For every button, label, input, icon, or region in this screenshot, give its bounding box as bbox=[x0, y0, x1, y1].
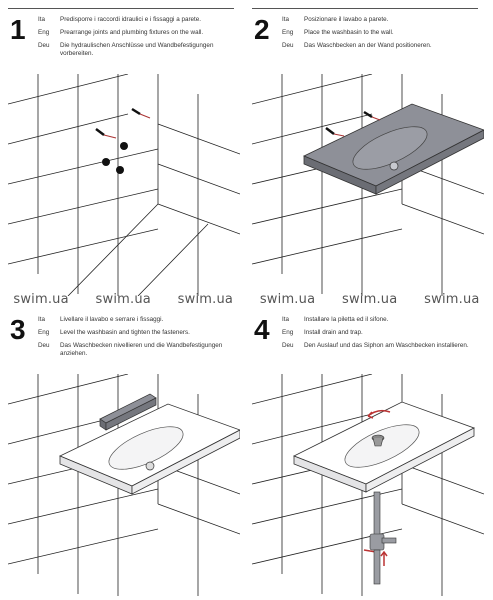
instruction-text: Die hydraulischen Anschlüsse und Wandbef… bbox=[60, 42, 214, 57]
step-number: 1 bbox=[10, 14, 26, 45]
step-panel-1: 1 Ita Predisporre i raccordi idraulici e … bbox=[8, 4, 240, 296]
watermark: swim.ua bbox=[13, 291, 69, 307]
washbasin-icon bbox=[293, 401, 475, 493]
step-instructions: Ita Predisporre i raccordi idraulici e i … bbox=[38, 16, 238, 63]
instruction-text: Das Waschbecken nivellieren und die Wand… bbox=[60, 342, 223, 357]
watermark: swim.ua bbox=[341, 291, 398, 307]
bolt-icon bbox=[95, 107, 151, 139]
trap-icon bbox=[369, 491, 397, 585]
washbasin-icon bbox=[59, 403, 240, 495]
instruction-text: Installare la piletta ed il sifone. bbox=[304, 316, 389, 323]
lang-label: Ita bbox=[282, 16, 290, 23]
instruction-text: Den Auslauf und das Siphon am Waschbecke… bbox=[304, 342, 469, 349]
step-instructions: Ita Installare la piletta ed il sifone. E… bbox=[282, 316, 482, 355]
watermark: swim.ua bbox=[177, 291, 234, 307]
lang-label: Ita bbox=[38, 316, 46, 323]
instruction-text: Install drain and trap. bbox=[304, 329, 363, 336]
lang-label: Eng bbox=[282, 329, 294, 336]
lang-label: Eng bbox=[282, 29, 294, 36]
divider bbox=[252, 8, 478, 9]
bolt-icon bbox=[325, 110, 381, 137]
step-number: 3 bbox=[10, 314, 26, 345]
watermark: swim.ua bbox=[424, 291, 480, 307]
washbasin-icon bbox=[303, 103, 484, 195]
watermark-strip: swim.ua swim.ua swim.ua swim.ua swim.ua … bbox=[0, 290, 493, 308]
step-instructions: Ita Posizionare il lavabo a parete. Eng Pl… bbox=[282, 16, 482, 55]
lang-label: Eng bbox=[38, 29, 50, 36]
lang-label: Deu bbox=[282, 42, 294, 49]
lang-label: Deu bbox=[38, 342, 50, 349]
instruction-text: Level the washbasin and tighten the fast… bbox=[60, 329, 190, 336]
pipe-connector-icon bbox=[102, 142, 128, 174]
instruction-text: Posizionare il lavabo a parete. bbox=[304, 16, 389, 23]
step-panel-4: 4 Ita Installare la piletta ed il sifone.… bbox=[252, 304, 484, 596]
lang-label: Ita bbox=[38, 16, 46, 23]
level-washbasin-illustration bbox=[8, 374, 240, 596]
watermark: swim.ua bbox=[259, 291, 316, 307]
step-number: 2 bbox=[254, 14, 270, 45]
step-panel-2: 2 Ita Posizionare il lavabo a parete. Eng… bbox=[252, 4, 484, 296]
step-instructions: Ita Livellare il lavabo e serrare i fissa… bbox=[38, 316, 238, 363]
instruction-text: Predisporre i raccordi idraulici e i fis… bbox=[60, 16, 202, 23]
lang-label: Deu bbox=[38, 42, 50, 49]
drain-trap-illustration bbox=[252, 374, 484, 596]
lang-label: Ita bbox=[282, 316, 290, 323]
instruction-text: Prearrange joints and plumbing fixtures … bbox=[60, 29, 204, 36]
wall-fixtures-illustration bbox=[8, 74, 240, 296]
divider bbox=[8, 8, 234, 9]
step-panel-3: 3 Ita Livellare il lavabo e serrare i fis… bbox=[8, 304, 240, 596]
drain-icon bbox=[371, 434, 385, 447]
instruction-text: Place the washbasin to the wall. bbox=[304, 29, 394, 36]
spirit-level-icon bbox=[99, 393, 157, 431]
lang-label: Deu bbox=[282, 342, 294, 349]
watermark: swim.ua bbox=[95, 291, 151, 307]
instruction-text: Das Waschbecken an der Wand positioneren… bbox=[304, 42, 432, 49]
lang-label: Eng bbox=[38, 329, 50, 336]
arrow-icon bbox=[363, 409, 391, 566]
washbasin-placement-illustration bbox=[252, 74, 484, 296]
step-number: 4 bbox=[254, 314, 270, 345]
instruction-text: Livellare il lavabo e serrare i fissaggi… bbox=[60, 316, 164, 323]
